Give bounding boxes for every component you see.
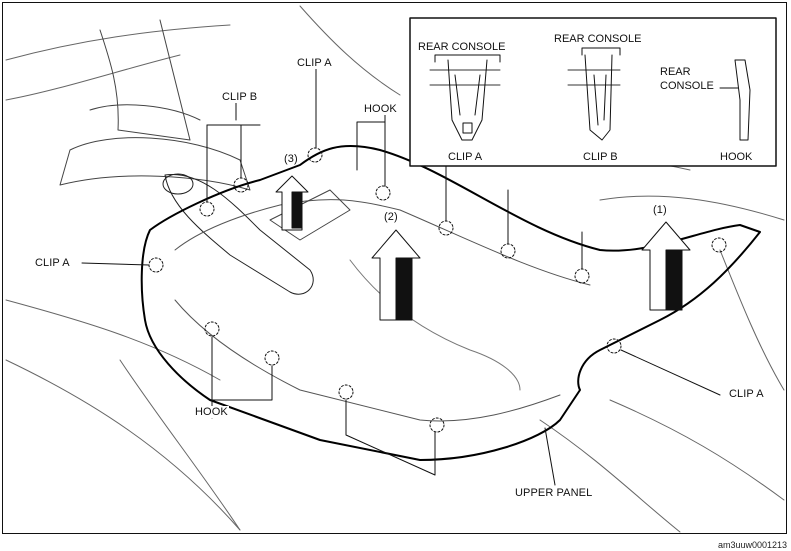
step-1-label: (1) <box>653 204 667 216</box>
inset-rear-console-label-b: REAR CONSOLE <box>554 33 642 45</box>
step-2-label: (2) <box>384 211 398 223</box>
inset-hook-label: HOOK <box>720 151 753 163</box>
step-3-label: (3) <box>284 153 298 165</box>
hook-callout-top: HOOK <box>363 103 398 115</box>
clip-a-callout-right: CLIP A <box>728 388 765 400</box>
upper-panel-callout: UPPER PANEL <box>514 487 594 499</box>
inset-rear-label: REAR <box>660 66 691 78</box>
inset-console-label: CONSOLE <box>660 80 714 92</box>
figure-code: am3uuw0001213 <box>717 540 787 550</box>
inset-clip-b-label: CLIP B <box>583 151 618 163</box>
clip-a-callout-left: CLIP A <box>34 257 71 269</box>
inset-clip-a-label: CLIP A <box>448 151 483 163</box>
hook-callout-bottom: HOOK <box>194 406 229 418</box>
clip-b-callout: CLIP B <box>221 91 259 103</box>
clip-a-callout-top: CLIP A <box>296 57 333 69</box>
inset-rear-console-label-a: REAR CONSOLE <box>418 41 506 53</box>
